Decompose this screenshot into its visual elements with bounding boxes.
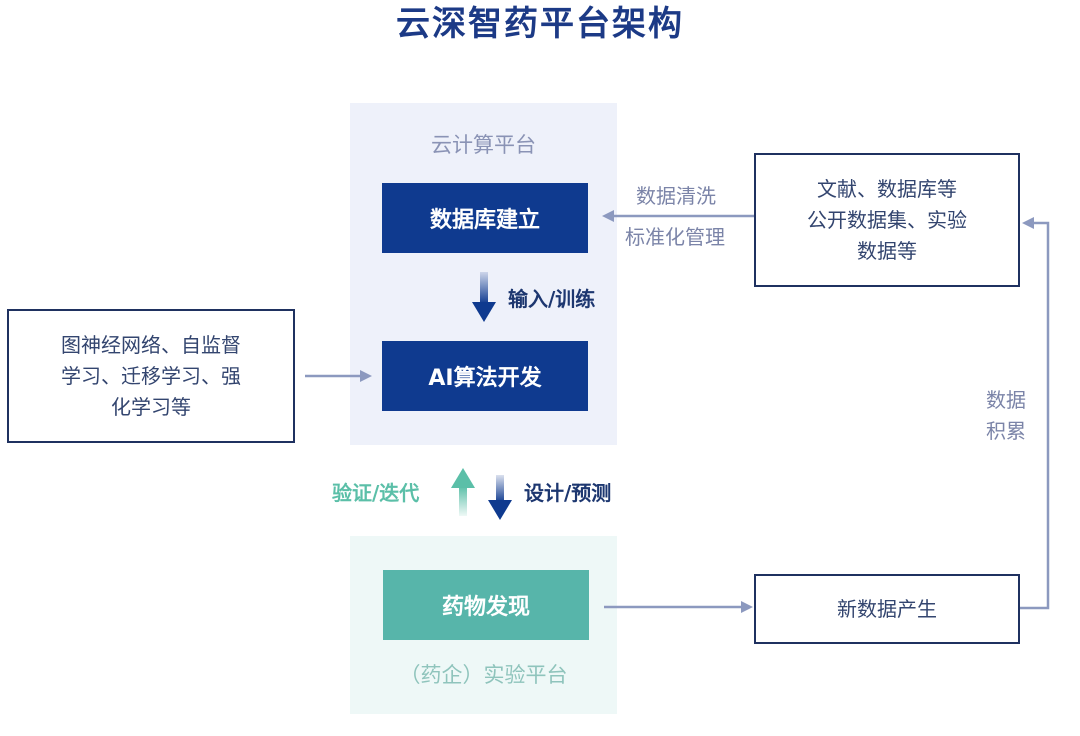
arrow-data-accumulation-loop (1020, 217, 1050, 610)
cloud-platform-label: 云计算平台 (431, 133, 536, 157)
arrow-public-data-to-database (602, 210, 754, 222)
database-build-label: 数据库建立 (429, 208, 540, 233)
arrow-down-icon (472, 272, 496, 322)
algorithms-box: 图神经网络、自监督 学习、迁移学习、强 化学习等 (7, 309, 295, 443)
arrow-up-icon (451, 468, 475, 516)
verify-iterate-label: 验证/迭代 (332, 481, 420, 505)
data-accumulation-label-2: 积累 (986, 419, 1026, 443)
algorithms-line: 学习、迁移学习、强 (61, 363, 241, 388)
new-data-label: 新数据产生 (837, 596, 937, 621)
arrow-discovery-to-new-data (604, 601, 753, 613)
lab-platform-label: （药企）实验平台 (399, 663, 568, 687)
data-accumulation-label: 数据 (986, 388, 1026, 412)
drug-discovery-label: 药物发现 (441, 595, 530, 620)
data-cleaning-label: 数据清洗 (636, 184, 716, 208)
page-title: 云深智药平台架构 (396, 4, 684, 44)
drug-discovery-box: 药物发现 (383, 570, 589, 640)
ai-algorithm-label: AI算法开发 (428, 366, 542, 391)
arrow-down-icon (488, 475, 512, 520)
database-build-box: 数据库建立 (382, 183, 588, 253)
standardization-label: 标准化管理 (625, 225, 725, 249)
public-data-line: 公开数据集、实验 (807, 207, 967, 232)
algorithms-line: 化学习等 (111, 394, 191, 419)
input-train-label: 输入/训练 (508, 287, 596, 311)
algorithms-line: 图神经网络、自监督 (61, 332, 241, 357)
public-data-box: 文献、数据库等 公开数据集、实验 数据等 (754, 153, 1020, 287)
arrow-algorithms-to-ai (305, 370, 372, 382)
design-predict-label: 设计/预测 (524, 481, 612, 505)
public-data-line: 数据等 (857, 238, 917, 263)
new-data-box: 新数据产生 (754, 574, 1020, 644)
public-data-line: 文献、数据库等 (817, 176, 957, 201)
ai-algorithm-box: AI算法开发 (382, 341, 588, 411)
